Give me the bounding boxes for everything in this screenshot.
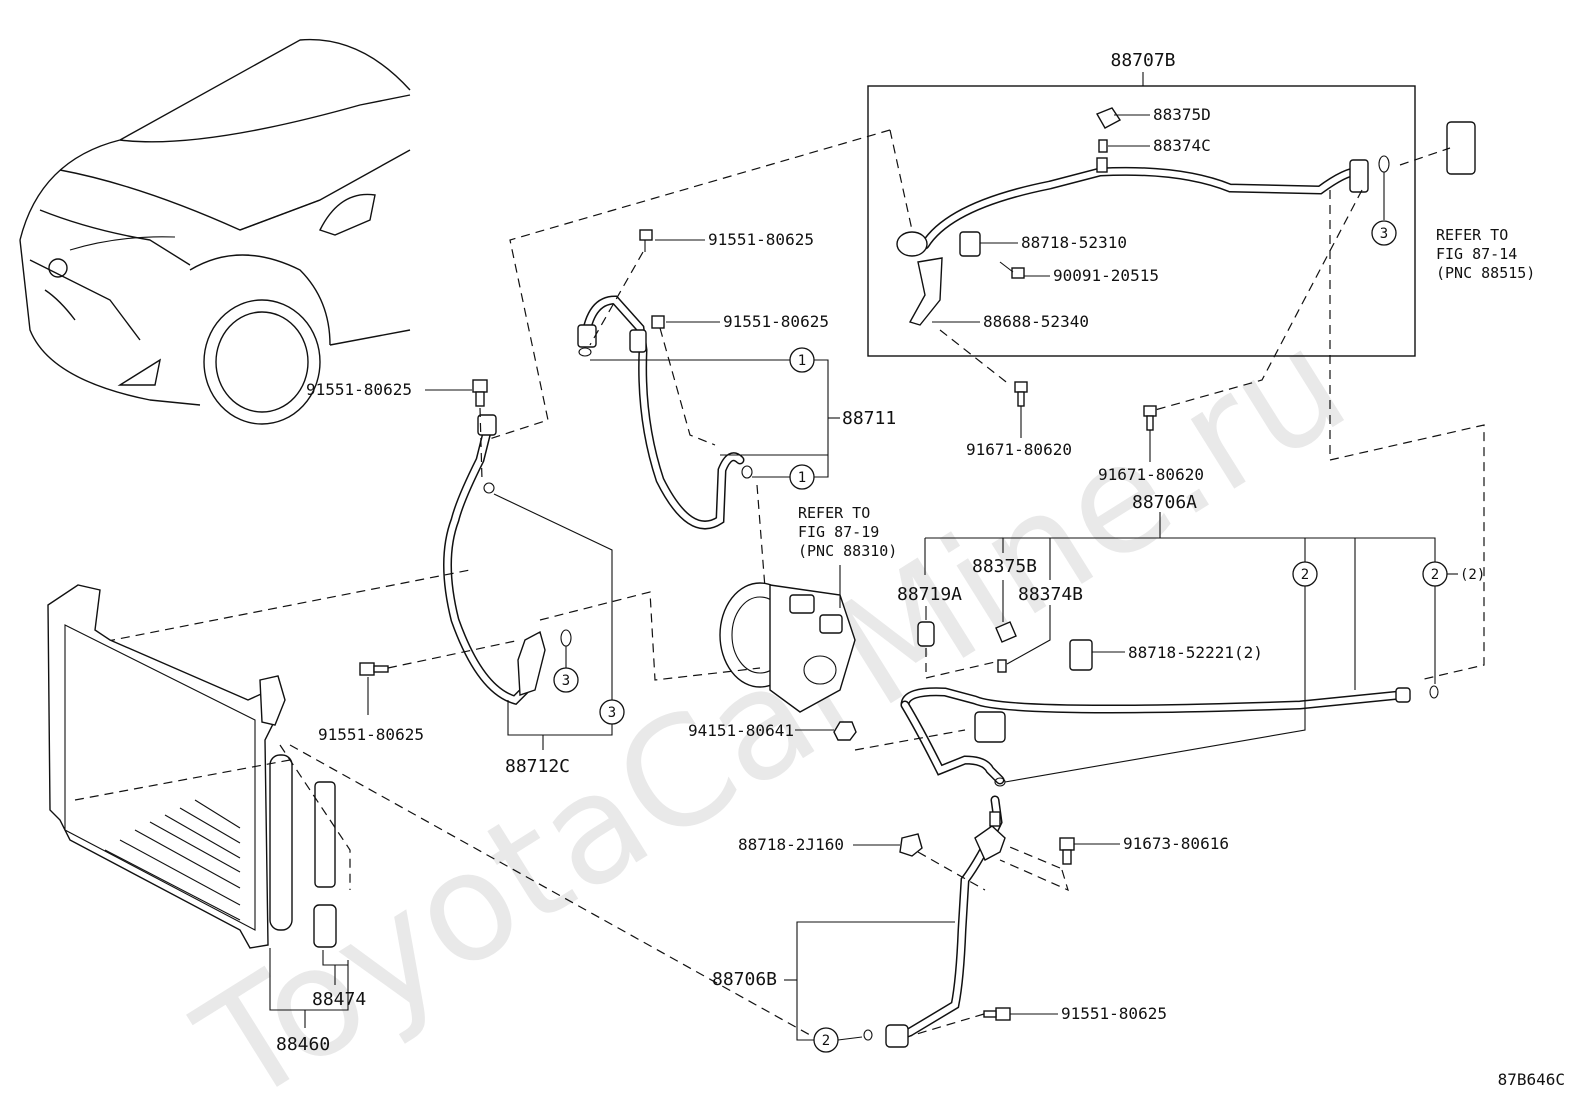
svg-text:3: 3 <box>608 705 616 721</box>
label-88718-2J160: 88718-2J160 <box>738 835 844 854</box>
desiccant-bag <box>314 781 336 888</box>
label-91551-80625-a: 91551-80625 <box>708 230 814 249</box>
label-91551-80625-e: 91551-80625 <box>1061 1004 1167 1023</box>
label-94151-80641: 94151-80641 <box>688 721 794 740</box>
label-88718-52310: 88718-52310 <box>1021 233 1127 252</box>
vehicle-outline <box>19 38 411 425</box>
label-88706B: 88706B <box>712 969 777 990</box>
label-88712C: 88712C <box>505 756 570 777</box>
label-91671-80620-a: 91671-80620 <box>966 440 1072 459</box>
condenser <box>47 584 286 949</box>
label-88706A: 88706A <box>1132 492 1197 513</box>
callout-2-qty: (2) <box>1460 567 1485 583</box>
label-88374B: 88374B <box>1018 584 1083 605</box>
label-88375B: 88375B <box>972 556 1037 577</box>
group-box-88707B <box>867 85 1416 357</box>
filter-cap <box>313 904 337 948</box>
label-88460: 88460 <box>276 1034 330 1055</box>
label-91671-80620-b: 91671-80620 <box>1098 465 1204 484</box>
receiver-tank <box>269 754 293 931</box>
label-88374C: 88374C <box>1153 136 1211 155</box>
label-88474: 88474 <box>312 989 366 1010</box>
expansion-valve <box>1446 121 1476 175</box>
svg-text:3: 3 <box>1380 226 1388 242</box>
svg-text:1: 1 <box>798 353 806 369</box>
label-91673-80616: 91673-80616 <box>1123 834 1229 853</box>
label-88711: 88711 <box>842 408 896 429</box>
label-91551-80625-c: 91551-80625 <box>306 380 412 399</box>
figure-code: 87B646C <box>1498 1070 1565 1089</box>
label-88375D: 88375D <box>1153 105 1211 124</box>
svg-text:2: 2 <box>1301 567 1309 583</box>
bolt-91671-80620-a <box>1014 381 1028 407</box>
label-88688-52340: 88688-52340 <box>983 312 1089 331</box>
svg-text:1: 1 <box>798 470 806 486</box>
compressor <box>719 582 856 713</box>
svg-text:3: 3 <box>562 673 570 689</box>
label-91551-80625-b: 91551-80625 <box>723 312 829 331</box>
svg-text:2: 2 <box>1431 567 1439 583</box>
refer-fig-87-19: REFER TO FIG 87-19 (PNC 88310) <box>798 504 897 560</box>
refer-fig-87-14: REFER TO FIG 87-14 (PNC 88515) <box>1436 226 1535 282</box>
label-88718-52221: 88718-52221(2) <box>1128 643 1263 662</box>
label-90091-20515: 90091-20515 <box>1053 266 1159 285</box>
label-91551-80625-d: 91551-80625 <box>318 725 424 744</box>
svg-text:2: 2 <box>822 1033 830 1049</box>
label-88719A: 88719A <box>897 584 962 605</box>
callout-3-box <box>1371 220 1397 246</box>
callout-3-hose-a <box>553 667 579 693</box>
label-88707B: 88707B <box>1110 50 1175 71</box>
